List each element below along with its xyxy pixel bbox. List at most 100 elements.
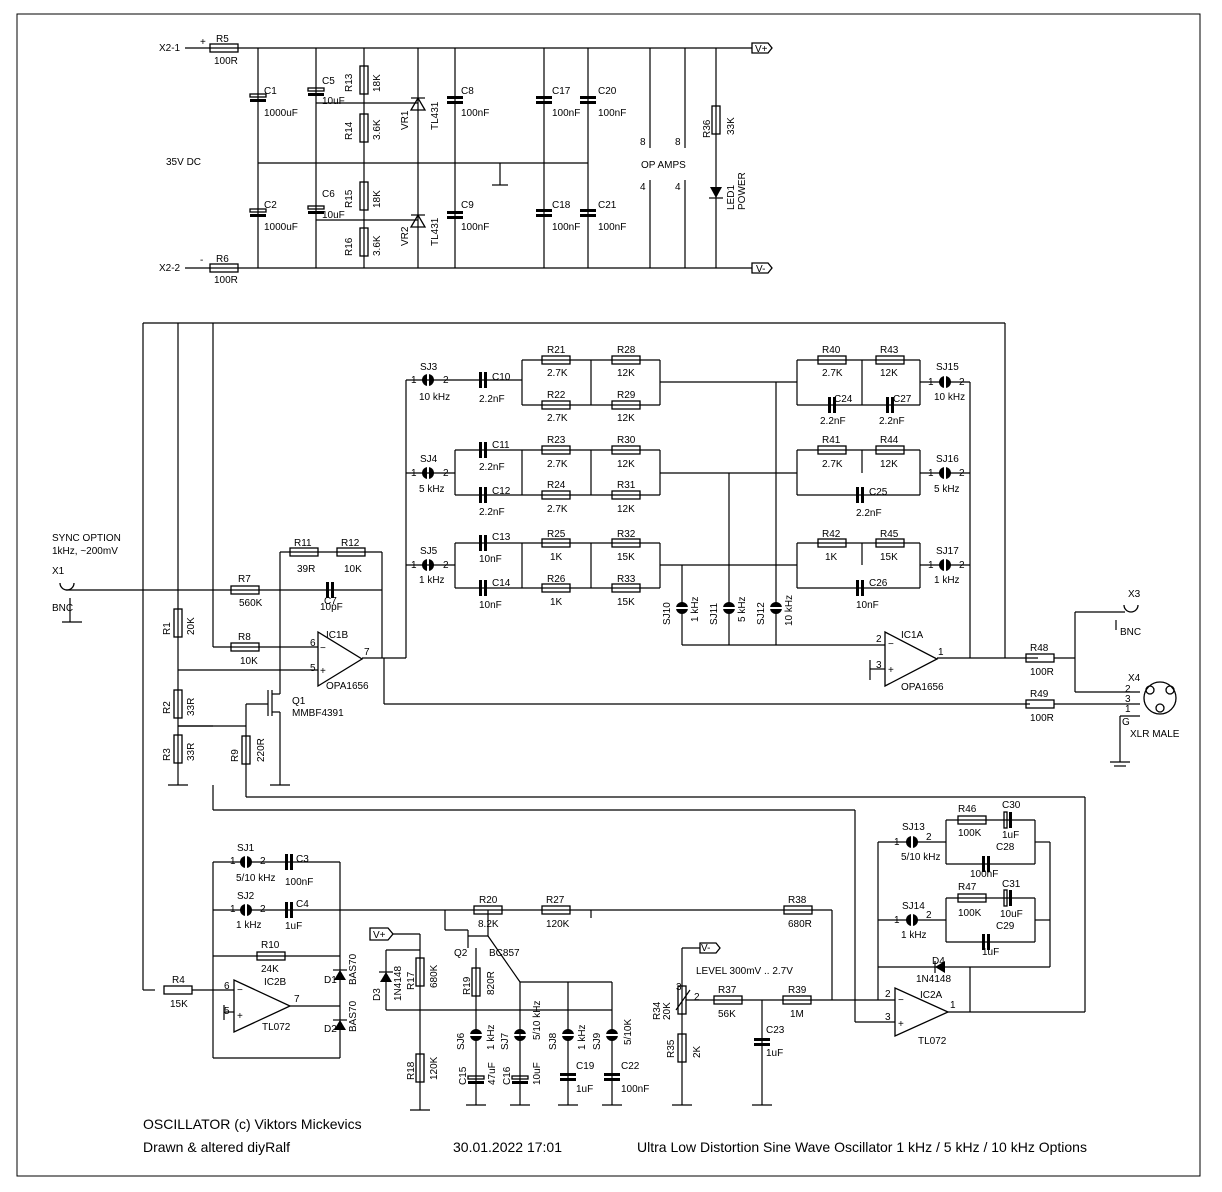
svg-text:SJ2: SJ2 — [237, 891, 255, 902]
svg-text:SJ8: SJ8 — [548, 1032, 559, 1050]
svg-text:R12: R12 — [341, 538, 360, 549]
svg-text:R45: R45 — [880, 529, 899, 540]
svg-text:1N4148: 1N4148 — [393, 966, 404, 1001]
svg-text:560K: 560K — [239, 598, 263, 609]
svg-text:1uF: 1uF — [1002, 830, 1019, 841]
svg-text:R19: R19 — [462, 976, 473, 995]
svg-text:120K: 120K — [429, 1056, 440, 1080]
svg-text:2.2nF: 2.2nF — [856, 508, 882, 519]
svg-text:C29: C29 — [996, 921, 1015, 932]
svg-text:2.7K: 2.7K — [547, 459, 568, 470]
svg-text:10K: 10K — [344, 564, 362, 575]
svg-text:SJ13: SJ13 — [902, 822, 925, 833]
svg-text:R3: R3 — [162, 748, 173, 761]
svg-text:10uF: 10uF — [322, 96, 345, 107]
svg-text:10 kHz: 10 kHz — [784, 595, 795, 626]
svg-text:R38: R38 — [788, 895, 807, 906]
svg-text:C30: C30 — [1002, 800, 1021, 811]
svg-text:2: 2 — [959, 377, 965, 388]
svg-text:1: 1 — [950, 1000, 956, 1011]
svg-text:BNC: BNC — [52, 603, 73, 614]
svg-text:C8: C8 — [461, 86, 474, 97]
sync-sublabel: 1kHz, ~200mV — [52, 546, 118, 557]
svg-text:8: 8 — [675, 137, 681, 148]
svg-text:D3: D3 — [372, 988, 383, 1001]
svg-text:SJ4: SJ4 — [420, 454, 438, 465]
svg-text:R20: R20 — [479, 895, 498, 906]
svg-text:C19: C19 — [576, 1061, 595, 1072]
svg-text:1 kHz: 1 kHz — [690, 596, 701, 622]
svg-text:10nF: 10nF — [479, 554, 502, 565]
svg-text:5/10 kHz: 5/10 kHz — [532, 1001, 543, 1040]
svg-text:12K: 12K — [617, 413, 635, 424]
svg-text:+: + — [898, 1019, 904, 1030]
svg-text:C5: C5 — [322, 76, 335, 87]
svg-text:SJ9: SJ9 — [592, 1032, 603, 1050]
svg-text:8: 8 — [640, 137, 646, 148]
svg-text:100nF: 100nF — [552, 108, 580, 119]
svg-text:10uF: 10uF — [532, 1062, 543, 1085]
svg-text:C21: C21 — [598, 200, 617, 211]
svg-text:12K: 12K — [880, 459, 898, 470]
title-block: OSCILLATOR (c) Viktors Mickevics Drawn &… — [143, 1116, 1087, 1155]
svg-text:10K: 10K — [240, 656, 258, 667]
svg-text:2: 2 — [694, 992, 700, 1003]
svg-text:C28: C28 — [996, 842, 1015, 853]
svg-text:R25: R25 — [547, 529, 566, 540]
svg-text:100R: 100R — [1030, 713, 1054, 724]
svg-text:TL072: TL072 — [918, 1036, 947, 1047]
svg-text:3: 3 — [885, 1012, 891, 1023]
svg-text:OPA1656: OPA1656 — [901, 682, 944, 693]
sheet-frame — [16, 13, 1201, 1177]
svg-text:12K: 12K — [617, 504, 635, 515]
supply-label: 35V DC — [166, 157, 201, 168]
svg-text:7: 7 — [294, 994, 300, 1005]
svg-text:1N4148: 1N4148 — [916, 974, 951, 985]
svg-text:R24: R24 — [547, 480, 566, 491]
svg-text:SJ10: SJ10 — [662, 602, 673, 625]
svg-text:−: − — [888, 639, 894, 650]
svg-text:5 kHz: 5 kHz — [737, 596, 748, 622]
svg-text:5/10K: 5/10K — [623, 1019, 634, 1045]
svg-text:1: 1 — [894, 837, 900, 848]
svg-text:R41: R41 — [822, 435, 841, 446]
svg-text:SJ12: SJ12 — [756, 602, 767, 625]
svg-text:2: 2 — [959, 468, 965, 479]
svg-text:100K: 100K — [958, 828, 982, 839]
svg-text:1: 1 — [928, 377, 934, 388]
svg-text:R28: R28 — [617, 345, 636, 356]
svg-text:Q1: Q1 — [292, 696, 306, 707]
svg-text:10nF: 10nF — [479, 600, 502, 611]
svg-text:R22: R22 — [547, 390, 566, 401]
svg-text:+: + — [888, 665, 894, 676]
svg-text:100nF: 100nF — [461, 108, 489, 119]
svg-text:R37: R37 — [718, 985, 737, 996]
svg-text:1K: 1K — [550, 552, 563, 563]
svg-text:1uF: 1uF — [285, 921, 302, 932]
svg-text:1 kHz: 1 kHz — [901, 930, 927, 941]
svg-text:4: 4 — [640, 182, 646, 193]
svg-text:2: 2 — [959, 560, 965, 571]
svg-text:+: + — [237, 1011, 243, 1022]
svg-text:SJ3: SJ3 — [420, 362, 438, 373]
svg-text:1 kHz: 1 kHz — [236, 920, 262, 931]
svg-text:33K: 33K — [726, 117, 737, 135]
r6-value: 100R — [214, 275, 238, 286]
svg-text:24K: 24K — [261, 964, 279, 975]
svg-text:2.2nF: 2.2nF — [479, 394, 505, 405]
svg-text:C25: C25 — [869, 487, 888, 498]
svg-text:TL431: TL431 — [430, 217, 441, 246]
svg-text:1000uF: 1000uF — [264, 108, 298, 119]
svg-text:C7: C7 — [324, 596, 337, 607]
svg-text:SJ7: SJ7 — [500, 1032, 511, 1050]
svg-text:C12: C12 — [492, 486, 511, 497]
svg-text:1uF: 1uF — [982, 947, 999, 958]
svg-text:1K: 1K — [825, 552, 838, 563]
svg-text:C16: C16 — [502, 1066, 513, 1085]
svg-text:D2: D2 — [324, 1024, 337, 1035]
svg-text:C4: C4 — [296, 899, 309, 910]
svg-text:R46: R46 — [958, 804, 977, 815]
svg-text:7: 7 — [364, 647, 370, 658]
